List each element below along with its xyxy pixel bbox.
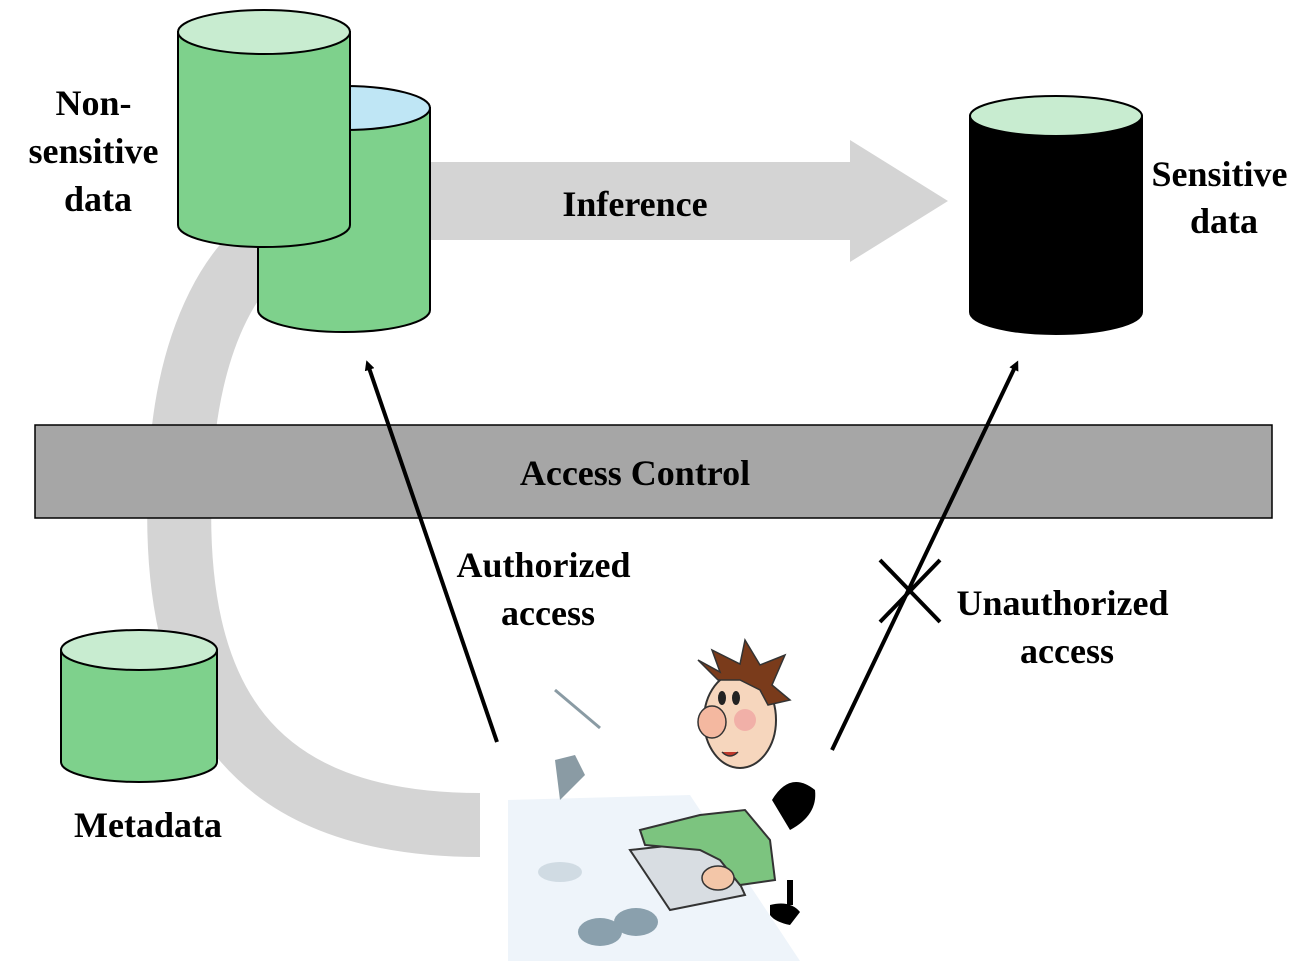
authorized-access-arrow — [364, 360, 499, 743]
sensitive-label-line2: data — [1190, 201, 1258, 241]
sensitive-label: Sensitive data — [1151, 154, 1296, 241]
non-sensitive-db-front — [177, 9, 351, 248]
metadata-label: Metadata — [74, 805, 222, 845]
unauthorized-label-line2: access — [1020, 631, 1114, 671]
inference-label: Inference — [562, 184, 707, 224]
non-sensitive-label-line2: sensitive — [29, 131, 159, 171]
user-at-computer-icon — [508, 637, 816, 961]
authorized-label-line1: Authorized — [457, 545, 631, 585]
inference-arrow — [420, 140, 948, 262]
unauthorized-access-label: Unauthorized access — [956, 583, 1177, 671]
non-sensitive-label-line1: Non- — [55, 83, 131, 123]
authorized-label-line2: access — [501, 593, 595, 633]
non-sensitive-label-line3: data — [64, 179, 132, 219]
authorized-access-label: Authorized access — [457, 545, 640, 633]
blocked-x-icon — [878, 558, 942, 624]
metadata-db — [60, 629, 218, 783]
access-control-label: Access Control — [520, 453, 750, 493]
sensitive-label-line1: Sensitive — [1151, 154, 1287, 194]
sensitive-db — [969, 95, 1143, 335]
non-sensitive-label: Non- sensitive data — [29, 83, 168, 219]
metadata-flow-arc — [147, 200, 481, 857]
unauthorized-label-line1: Unauthorized — [956, 583, 1168, 623]
access-control-bar — [34, 424, 1273, 519]
unauthorized-access-arrow — [830, 360, 1019, 751]
